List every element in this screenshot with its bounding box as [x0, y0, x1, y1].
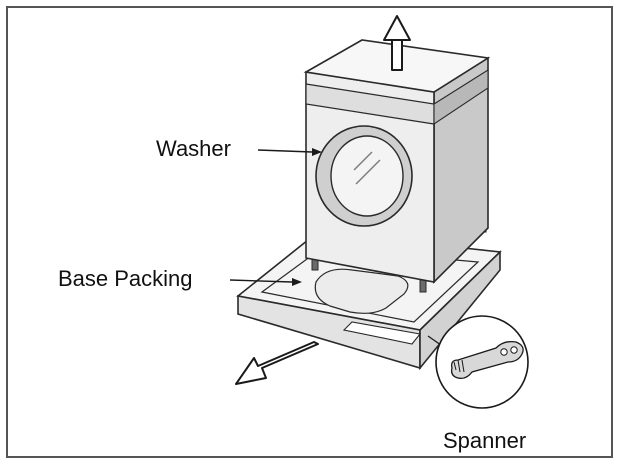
- washer-door-reflection-2: [355, 159, 381, 185]
- base-packing-side: [419, 250, 501, 371]
- leader-arrowhead-washer: [312, 148, 322, 156]
- washer-panel-side: [433, 69, 489, 126]
- spanner-label: Spanner: [443, 428, 527, 453]
- arrow-down-left-icon: [235, 341, 319, 385]
- spanner-hole-2: [510, 346, 518, 354]
- base-packing-slot: [342, 321, 422, 345]
- washer-door-reflection-1: [353, 151, 373, 171]
- spanner-hole-1: [500, 348, 508, 356]
- washer-door-glass: [330, 135, 404, 217]
- arrow-up-icon: [383, 15, 411, 71]
- spanner-teeth: [453, 359, 465, 373]
- leader-line-base-packing: [229, 279, 293, 283]
- washer: [303, 39, 491, 284]
- base-packing-label: Base Packing: [58, 266, 193, 291]
- spanner-callout: [427, 315, 529, 409]
- leader-line-washer: [257, 149, 313, 153]
- washer-label: Washer: [156, 136, 231, 161]
- leader-arrowhead-base: [292, 278, 302, 286]
- base-packing-recess: [314, 268, 409, 314]
